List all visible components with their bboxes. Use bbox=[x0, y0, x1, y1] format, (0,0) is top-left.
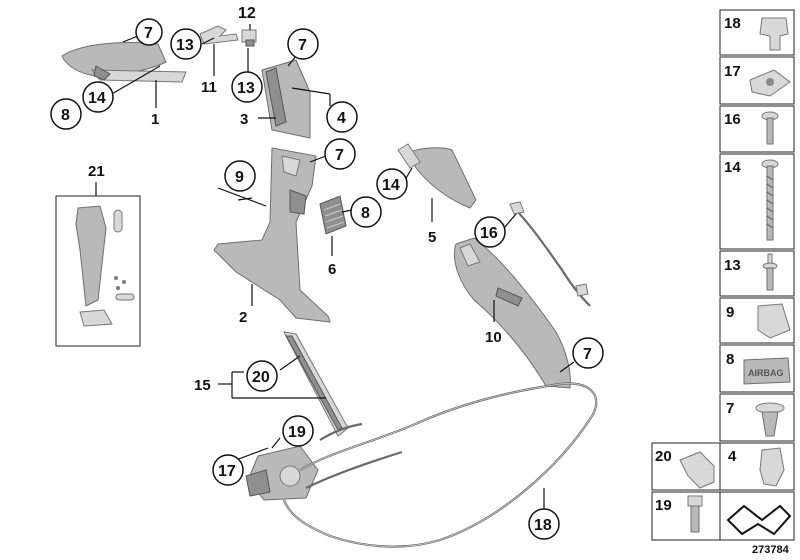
label-1: 1 bbox=[151, 111, 159, 128]
callout-7: 7 bbox=[324, 138, 356, 170]
part-5-c-pillar-upper-trim bbox=[397, 143, 477, 209]
clip-18-icon bbox=[759, 17, 789, 51]
svg-text:7: 7 bbox=[583, 346, 592, 363]
legend-13: 13 bbox=[724, 257, 741, 274]
label-11: 11 bbox=[201, 79, 217, 96]
callout-12: 12 bbox=[238, 5, 256, 22]
arrow-symbol-icon bbox=[726, 504, 792, 536]
callout-7: 7 bbox=[572, 337, 604, 369]
legend-17: 17 bbox=[724, 63, 741, 80]
svg-text:7: 7 bbox=[144, 25, 153, 42]
svg-text:13: 13 bbox=[237, 80, 255, 97]
callout-9: 9 bbox=[224, 160, 256, 192]
bolt-19-icon bbox=[687, 495, 703, 533]
svg-text:19: 19 bbox=[288, 424, 306, 441]
part-3-trim bbox=[261, 59, 311, 139]
svg-text:8: 8 bbox=[61, 107, 70, 124]
part-18-cable bbox=[282, 382, 598, 548]
part-10-c-pillar-trim bbox=[453, 237, 571, 389]
clip-7-icon bbox=[755, 402, 785, 437]
legend-19: 19 bbox=[655, 497, 672, 514]
callout-13: 13 bbox=[231, 71, 263, 103]
legend-8: 8 bbox=[726, 351, 734, 368]
svg-text:4: 4 bbox=[337, 110, 346, 127]
svg-text:8: 8 bbox=[361, 205, 370, 222]
callout-16: 16 bbox=[474, 216, 506, 248]
legend-14: 14 bbox=[724, 159, 741, 176]
part-2-b-pillar-trim bbox=[213, 147, 331, 323]
callout-7: 7 bbox=[287, 28, 319, 60]
label-10: 10 bbox=[485, 329, 502, 346]
svg-text:7: 7 bbox=[335, 147, 344, 164]
part-17-retractor bbox=[245, 445, 319, 501]
svg-text:14: 14 bbox=[88, 90, 106, 107]
legend-4: 4 bbox=[728, 448, 737, 465]
part-21-kit bbox=[75, 205, 135, 327]
callout-4: 4 bbox=[326, 101, 358, 133]
screw-16-icon bbox=[761, 111, 779, 145]
callout-14: 14 bbox=[376, 168, 408, 200]
rivet-13-icon bbox=[762, 253, 778, 291]
label-2: 2 bbox=[239, 309, 247, 326]
label-5: 5 bbox=[428, 229, 436, 246]
part-15-belt-guide bbox=[283, 331, 349, 437]
svg-text:7: 7 bbox=[298, 37, 307, 54]
callout-7: 7 bbox=[135, 18, 163, 46]
callout-13: 13 bbox=[170, 28, 202, 60]
svg-text:14: 14 bbox=[382, 177, 400, 194]
legend-18: 18 bbox=[724, 15, 741, 32]
bracket-20-icon bbox=[679, 451, 715, 489]
label-6: 6 bbox=[328, 261, 336, 278]
svg-text:AIRBAG: AIRBAG bbox=[748, 368, 784, 378]
label-15: 15 bbox=[194, 377, 211, 394]
legend-20: 20 bbox=[655, 448, 672, 465]
callout-17: 17 bbox=[212, 454, 244, 486]
part-11-bracket bbox=[199, 25, 239, 45]
clip-4-icon bbox=[759, 447, 785, 487]
svg-text:9: 9 bbox=[235, 169, 244, 186]
legend-9: 9 bbox=[726, 304, 734, 321]
callout-8: 8 bbox=[50, 98, 82, 130]
callout-20: 20 bbox=[246, 360, 278, 392]
legend-7: 7 bbox=[726, 400, 734, 417]
label-3: 3 bbox=[240, 111, 248, 128]
image-id: 273784 bbox=[752, 544, 790, 556]
part-1-a-pillar-trim bbox=[61, 42, 187, 83]
svg-text:17: 17 bbox=[218, 463, 236, 480]
svg-text:16: 16 bbox=[480, 225, 498, 242]
airbag-badge-icon: AIRBAG bbox=[743, 357, 791, 385]
callout-18: 18 bbox=[528, 508, 560, 540]
callout-8: 8 bbox=[350, 196, 382, 228]
legend-column: 18 17 16 14 13 9 bbox=[651, 9, 795, 541]
svg-text:13: 13 bbox=[176, 37, 194, 54]
screw-14-icon bbox=[761, 159, 779, 241]
part-12-clip bbox=[241, 29, 257, 47]
part-6-grille bbox=[319, 195, 347, 235]
svg-text:18: 18 bbox=[534, 517, 552, 534]
label-21: 21 bbox=[88, 163, 105, 180]
callout-19: 19 bbox=[282, 415, 314, 447]
part-16-harness bbox=[509, 201, 591, 307]
svg-text:20: 20 bbox=[252, 369, 270, 386]
callout-14: 14 bbox=[82, 81, 114, 113]
legend-16: 16 bbox=[724, 111, 741, 128]
clip-9-icon bbox=[757, 303, 791, 339]
